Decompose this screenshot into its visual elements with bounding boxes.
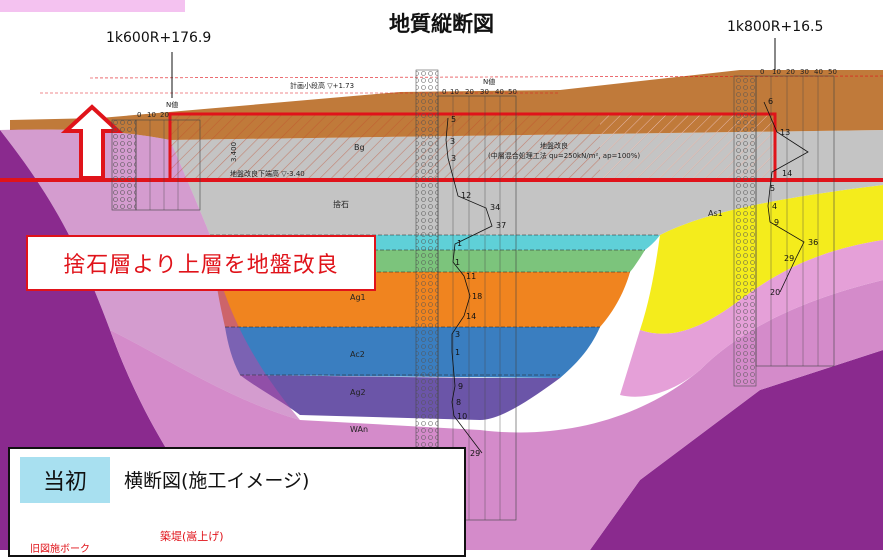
svg-text:10: 10 <box>147 111 156 119</box>
n-values-right: 6 13 14 5 4 9 36 29 20 <box>768 97 818 297</box>
scale-left: 0 10 20 <box>137 111 169 119</box>
layer-label-ag1: Ag1 <box>350 293 366 302</box>
panel-title: 横断図(施工イメージ) <box>124 470 310 492</box>
layer-deep-purple-right <box>590 350 883 550</box>
svg-text:0: 0 <box>442 88 446 96</box>
svg-text:0: 0 <box>137 111 141 119</box>
svg-text:10: 10 <box>772 68 781 76</box>
svg-text:13: 13 <box>780 128 790 137</box>
svg-text:12: 12 <box>461 191 471 200</box>
nvalue-head-left: N値 <box>166 100 178 109</box>
svg-text:5: 5 <box>770 184 775 193</box>
layer-label-ac2: Ac2 <box>350 350 365 359</box>
plan-level-label: 計画小段高 ▽+1.73 <box>290 81 354 90</box>
svg-text:40: 40 <box>495 88 504 96</box>
scale-mid: 0 10 20 30 40 50 <box>442 88 517 96</box>
layer-label-rubble: 捨石 <box>333 199 349 209</box>
panel-note-a: 旧図施ボーク <box>30 544 90 555</box>
svg-text:9: 9 <box>458 382 463 391</box>
thickness-label: 3.400 <box>230 142 238 162</box>
svg-text:3: 3 <box>455 330 460 339</box>
svg-text:20: 20 <box>770 288 780 297</box>
svg-text:36: 36 <box>808 238 818 247</box>
page-title: 地質縦断図 <box>389 12 494 36</box>
layer-as1 <box>420 185 883 334</box>
svg-text:4: 4 <box>772 202 777 211</box>
svg-text:14: 14 <box>466 312 476 321</box>
bottom-level-label: 地盤改良下端高 ▽-3.40 <box>230 169 305 178</box>
svg-text:9: 9 <box>774 218 779 227</box>
layer-ag2 <box>240 375 560 420</box>
svg-text:29: 29 <box>784 254 794 263</box>
svg-text:10: 10 <box>457 412 467 421</box>
layer-label-wan: WAn <box>350 425 368 434</box>
layer-ac2 <box>225 327 600 378</box>
svg-text:11: 11 <box>466 272 476 281</box>
svg-text:34: 34 <box>490 203 500 212</box>
svg-text:6: 6 <box>768 97 773 106</box>
panel-badge: 当初 <box>20 457 110 503</box>
improvement-sub-label: (中層混合処理工法 qu=250kN/m², ap=100%) <box>488 151 640 160</box>
svg-text:8: 8 <box>456 398 461 407</box>
improvement-callout: 捨石層より上層を地盤改良 <box>26 235 376 291</box>
nvalue-head-mid: N値 <box>483 77 495 86</box>
svg-text:18: 18 <box>472 292 482 301</box>
layer-label-ag2: Ag2 <box>350 388 366 397</box>
layer-label-bg: Bg <box>354 143 365 152</box>
svg-text:1: 1 <box>457 239 462 248</box>
up-arrow-icon <box>60 104 124 180</box>
svg-text:20: 20 <box>160 111 169 119</box>
scale-right: 0 10 20 30 40 50 <box>760 68 837 76</box>
svg-text:50: 50 <box>828 68 837 76</box>
svg-text:5: 5 <box>451 115 456 124</box>
panel-note-b: 築堤(嵩上げ) <box>160 530 224 543</box>
svg-text:14: 14 <box>782 169 792 178</box>
svg-text:37: 37 <box>496 221 506 230</box>
svg-text:0: 0 <box>760 68 764 76</box>
station-label-left: 1k600R+176.9 <box>106 30 212 46</box>
svg-text:10: 10 <box>450 88 459 96</box>
n-values-mid: 5 3 3 12 34 37 1 1 11 18 14 3 1 9 8 10 2… <box>450 115 506 458</box>
header-tab-decoration <box>0 0 185 12</box>
svg-text:20: 20 <box>786 68 795 76</box>
svg-text:30: 30 <box>800 68 809 76</box>
svg-text:3: 3 <box>450 137 455 146</box>
station-label-right: 1k800R+16.5 <box>727 19 824 35</box>
svg-text:50: 50 <box>508 88 517 96</box>
improvement-label: 地盤改良 <box>540 141 568 150</box>
svg-text:30: 30 <box>480 88 489 96</box>
svg-text:1: 1 <box>455 348 460 357</box>
svg-text:29: 29 <box>470 449 480 458</box>
svg-text:3: 3 <box>451 154 456 163</box>
svg-text:1: 1 <box>455 258 460 267</box>
svg-text:20: 20 <box>465 88 474 96</box>
svg-text:40: 40 <box>814 68 823 76</box>
layer-label-as1: As1 <box>708 209 723 218</box>
